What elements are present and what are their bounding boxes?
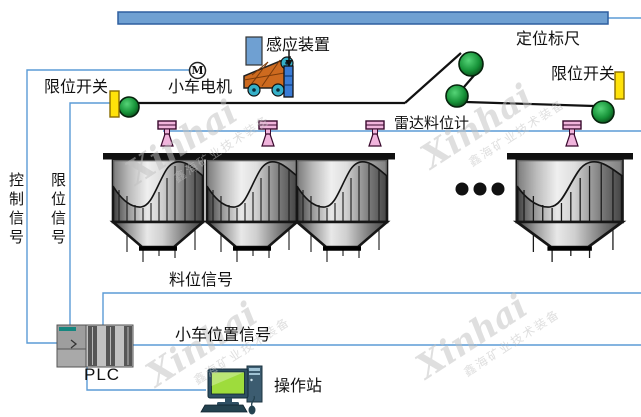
level-signal-line [102,292,641,325]
plc-status-strip [59,327,76,331]
control-signal-label: 控制信号 [7,172,25,248]
sensor-device-label: 感应装置 [266,35,331,54]
belt-pulleys [118,51,615,124]
motor-circle-icon [188,61,207,80]
limit-switch-left-icon [109,90,120,118]
belt-lines [137,52,595,108]
pointer-arrow-icon [285,50,293,67]
plc-cursor-mark [70,339,78,349]
plc-label: PLC [84,365,121,384]
level-signal-label: 料位信号 [169,270,234,289]
keyboard-icon [200,404,248,413]
motor-symbol-label: M [191,64,204,77]
operator-station-label: 操作站 [274,376,323,395]
ellipsis-dots [455,182,505,196]
limit-switch-right-icon [614,71,625,100]
limit-switch-right-label: 限位开关 [551,64,616,83]
sensor-device-icon [245,36,263,66]
pulley-upper-icon [458,51,484,77]
plc-to-station-line [86,367,206,391]
radar-level-gauge-label: 雷达料位计 [394,114,470,132]
limit-signal-label: 限位信号 [49,172,67,248]
trolley-position-signal-label: 小车位置信号 [175,325,272,344]
trolley-motor-label: 小车电机 [168,77,233,96]
tripper-trolley [243,50,294,98]
positioning-ruler-bar [117,11,609,25]
mouse-icon [248,405,256,415]
control-signal-line [26,69,189,344]
silo4-rim [507,153,633,160]
positioning-ruler-label: 定位标尺 [516,29,581,48]
pulley-left-icon [118,96,140,118]
pulley-lower-icon [445,84,469,108]
operator-station-computer [200,365,263,415]
limit-switch-left-label: 限位开关 [44,77,109,96]
trolley-sensor-bar [283,65,294,98]
plc-device [56,324,134,368]
signal-lines [26,17,641,391]
limit-switches [109,71,625,118]
silo-bay-rim [103,153,395,160]
limit-signal-line [69,102,110,325]
pulley-right-icon [591,100,615,124]
monitor-screen [211,371,245,395]
